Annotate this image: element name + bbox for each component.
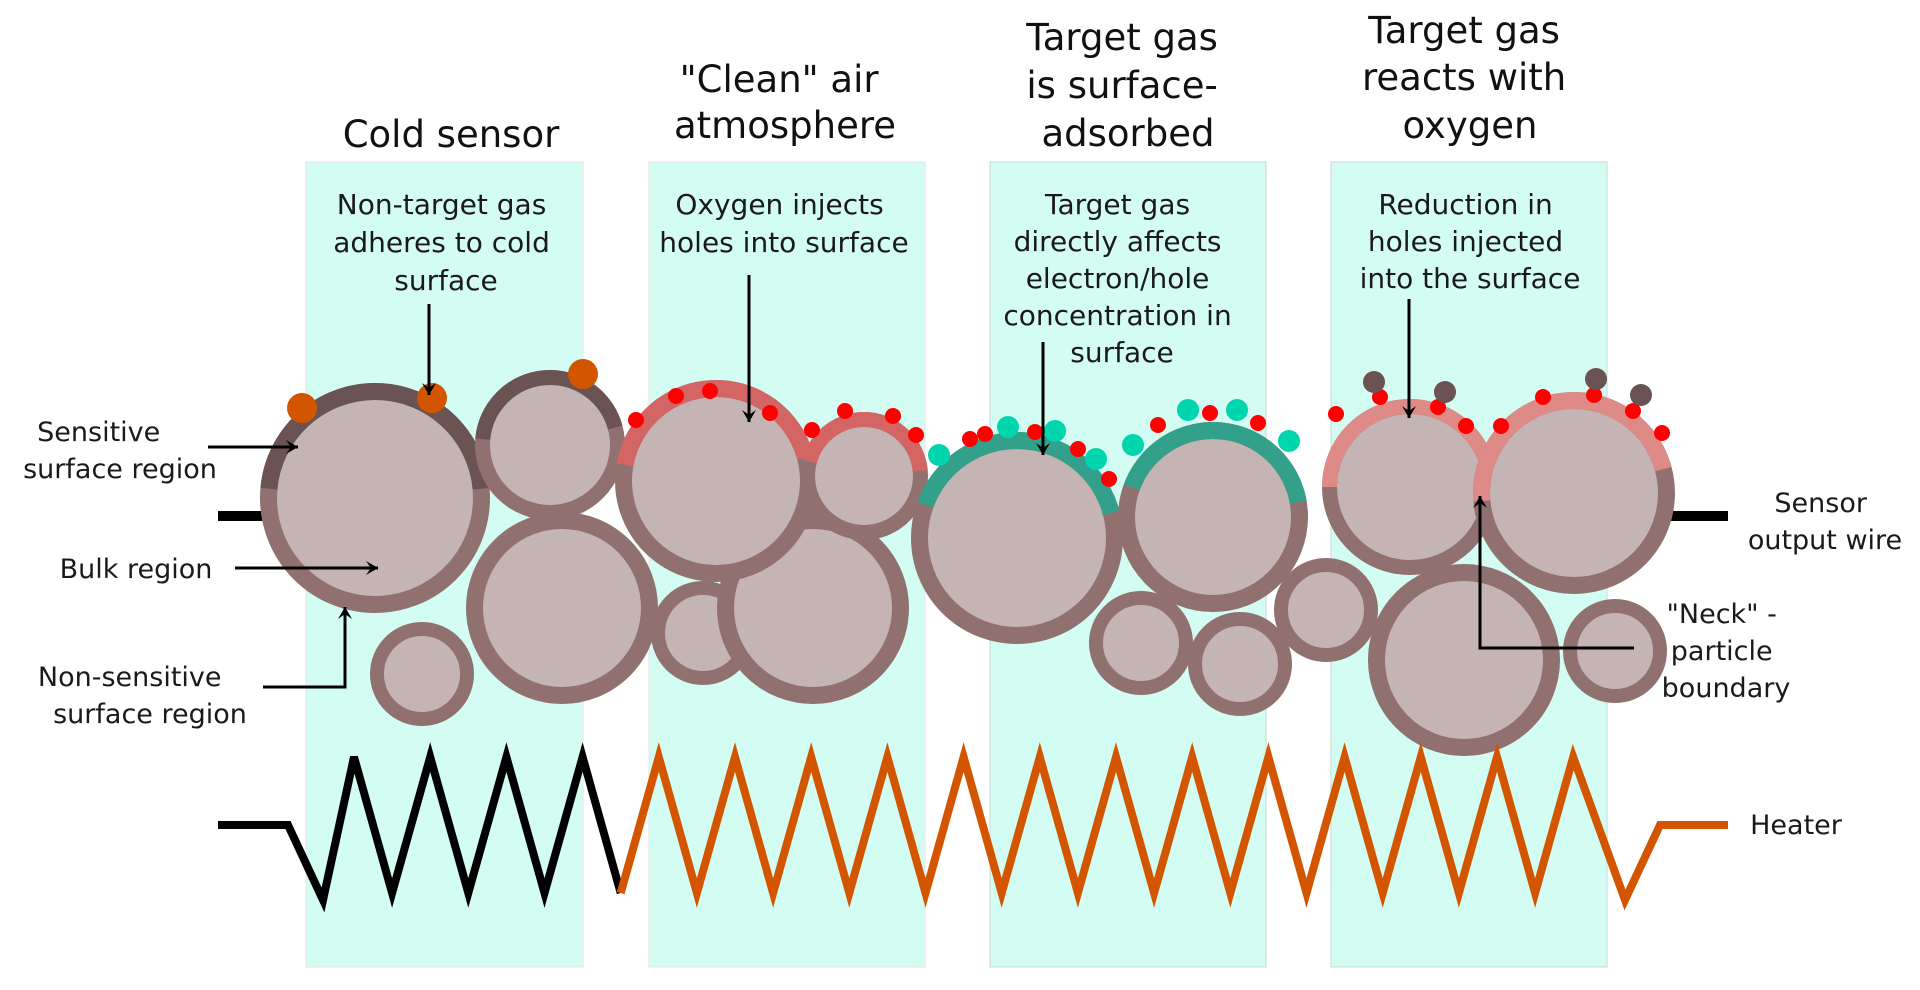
particle [800, 412, 928, 540]
particle [615, 380, 817, 582]
particle [1368, 564, 1560, 756]
particle [1188, 612, 1292, 716]
reaction-product-molecule [1585, 368, 1607, 390]
oxygen-ion [1654, 425, 1670, 441]
oxygen-ion [628, 412, 644, 428]
sensitive-surface-arc [802, 412, 928, 472]
arrow-non-sensitive-region [263, 607, 352, 689]
particle-shell [1368, 564, 1560, 756]
note-cold-sensor: Non-target gas adheres to cold surface [333, 188, 559, 297]
target-gas-molecule [1085, 448, 1107, 470]
heater-coil [218, 742, 1728, 913]
sensitive-surface-arc [917, 432, 1120, 516]
non-target-gas-molecule [568, 359, 598, 389]
particle-shell [1188, 612, 1292, 716]
target-gas-molecule [1044, 420, 1066, 442]
reaction-product-molecule [1363, 371, 1385, 393]
non-target-gas-molecule [287, 393, 317, 423]
label-non-sensitive-region: Non-sensitive surface region [38, 662, 247, 730]
particle-shell [1274, 558, 1378, 662]
arrow-neck-boundary [1473, 496, 1634, 650]
oxygen-ion [885, 408, 901, 424]
particle [370, 622, 474, 726]
particle [1089, 591, 1193, 695]
oxygen-ion [1493, 418, 1509, 434]
title-reacts-oxygen: Target gas reacts with oxygen [1362, 9, 1578, 147]
label-sensor-output-wire: Sensor output wire [1748, 488, 1902, 556]
oxygen-ion [1625, 403, 1641, 419]
oxygen-ion [962, 431, 978, 447]
heater-coil-hot [616, 742, 1728, 911]
sensitive-surface-arc [475, 370, 623, 440]
reaction-product-molecule [1630, 384, 1652, 406]
oxygen-ion [837, 403, 853, 419]
particle [911, 432, 1123, 644]
oxygen-ion [1101, 471, 1117, 487]
title-surface-adsorbed: Target gas is surface- adsorbed [1025, 16, 1229, 155]
oxygen-ion [908, 427, 924, 443]
sensitive-surface-arc [1123, 422, 1307, 504]
sensor-particles [260, 370, 1675, 756]
particle-shell [1089, 591, 1193, 695]
target-gas-molecule [1122, 434, 1144, 456]
sensitive-surface-arc [260, 383, 490, 490]
oxygen-ion [1328, 406, 1344, 422]
oxygen-ion [1458, 418, 1474, 434]
non-target-gas-molecule [417, 383, 447, 413]
stage-titles: Cold sensor "Clean" air atmosphere Targe… [343, 9, 1578, 156]
reaction-product-molecule [1434, 381, 1456, 403]
label-neck-boundary: "Neck" - particle boundary [1662, 599, 1791, 704]
label-bulk-region: Bulk region [60, 554, 213, 585]
oxygen-ion [1586, 387, 1602, 403]
callout-arrows [208, 275, 1634, 689]
particle [1473, 392, 1675, 594]
particle [1274, 558, 1378, 662]
target-gas-molecule [1226, 399, 1248, 421]
oxygen-ion [1150, 417, 1166, 433]
title-clean-air: "Clean" air atmosphere [674, 58, 896, 147]
oxygen-ion [702, 383, 718, 399]
oxygen-ion [977, 426, 993, 442]
oxygen-ion [804, 422, 820, 438]
particle [260, 383, 490, 613]
oxygen-ion [668, 388, 684, 404]
oxygen-ion [1372, 389, 1388, 405]
particle [466, 512, 658, 704]
heater-coil-cold [218, 742, 625, 913]
particle-shell [1563, 599, 1667, 703]
particle [1118, 422, 1308, 612]
note-reacts-oxygen: Reduction in holes injected into the sur… [1360, 188, 1581, 295]
target-gas-molecule [1278, 430, 1300, 452]
oxygen-ion [1027, 424, 1043, 440]
target-gas-molecule [1177, 399, 1199, 421]
oxygen-ion [1250, 415, 1266, 431]
particle-shell [370, 622, 474, 726]
side-labels: Sensitive surface region Bulk region Non… [23, 417, 1902, 841]
target-gas-molecule [928, 444, 950, 466]
particle-shell [466, 512, 658, 704]
sensitive-surface-arc [1473, 392, 1672, 502]
oxygen-ion [1430, 399, 1446, 415]
stage-notes: Non-target gas adheres to cold surface O… [333, 188, 1580, 369]
oxygen-ion [762, 405, 778, 421]
oxygen-ion [1070, 441, 1086, 457]
oxygen-ion [1535, 389, 1551, 405]
particle [475, 370, 625, 520]
particle [1563, 599, 1667, 703]
target-gas-molecule [997, 416, 1019, 438]
note-clean-air: Oxygen injects holes into surface [659, 188, 908, 259]
label-heater: Heater [1750, 810, 1843, 841]
title-cold-sensor: Cold sensor [343, 113, 560, 156]
label-sensitive-region: Sensitive surface region [23, 417, 217, 485]
note-surface-adsorbed: Target gas directly affects electron/hol… [1003, 188, 1240, 369]
oxygen-ion [1202, 405, 1218, 421]
